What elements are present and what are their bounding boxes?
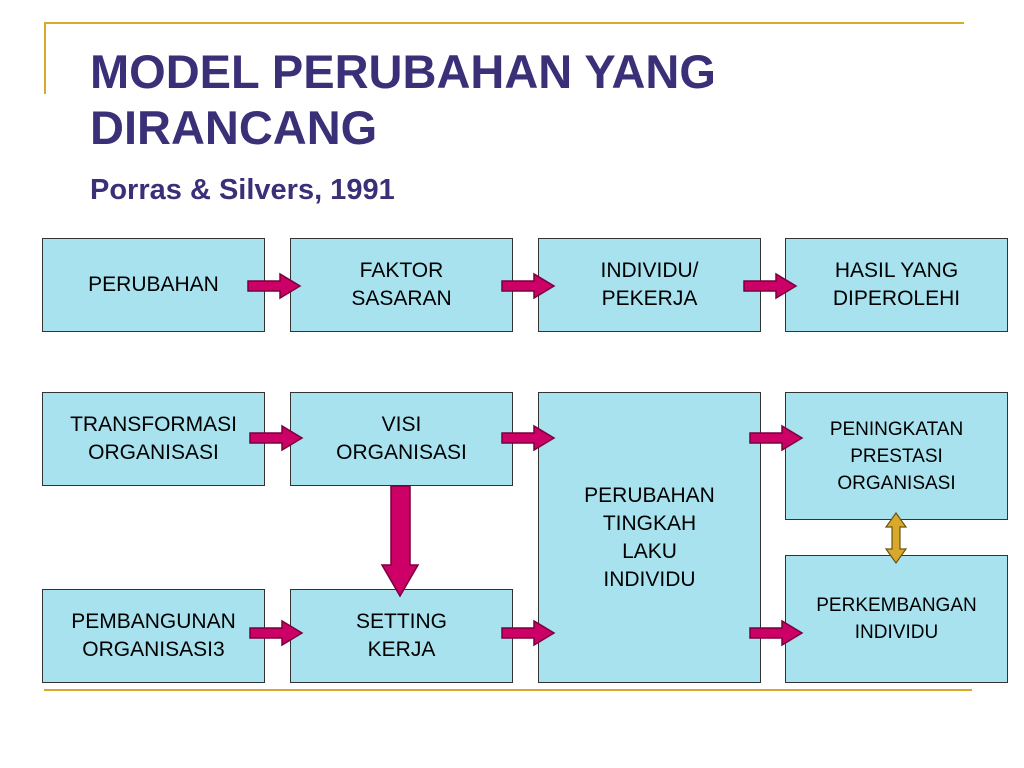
- box-faktor-sasaran: FAKTOR SASARAN: [290, 238, 513, 332]
- slide-subtitle: Porras & Silvers, 1991: [90, 174, 395, 206]
- arrow-visi-to-setting: [380, 485, 420, 598]
- arrow-perubahan-tingkah-to-perkembangan: [749, 620, 803, 646]
- arrow-peningkatan-perkembangan-double: [884, 511, 908, 565]
- box-hasil-diperoleh: HASIL YANG DIPEROLEHI: [785, 238, 1008, 332]
- bottom-decor-line: [44, 689, 972, 691]
- arrow-individu-to-hasil: [743, 273, 797, 299]
- left-decor-line: [44, 22, 46, 94]
- arrow-visi-to-perubahan-tingkah: [501, 425, 555, 451]
- arrow-transformasi-to-visi: [249, 425, 303, 451]
- arrow-setting-to-perubahan-tingkah: [501, 620, 555, 646]
- slide-title: MODEL PERUBAHAN YANG DIRANCANG: [90, 45, 716, 154]
- box-peningkatan-prestasi: PENINGKATAN PRESTASI ORGANISASI: [785, 392, 1008, 520]
- box-individu-pekerja: INDIVIDU/ PEKERJA: [538, 238, 761, 332]
- box-perubahan-tingkah-laku: PERUBAHAN TINGKAH LAKU INDIVIDU: [538, 392, 761, 683]
- box-visi-organisasi: VISI ORGANISASI: [290, 392, 513, 486]
- arrow-perubahan-tingkah-to-peningkatan: [749, 425, 803, 451]
- arrow-pembangunan-to-setting: [249, 620, 303, 646]
- box-pembangunan-organisasi: PEMBANGUNAN ORGANISASI3: [42, 589, 265, 683]
- arrow-perubahan-to-faktor: [247, 273, 301, 299]
- box-transformasi-organisasi: TRANSFORMASI ORGANISASI: [42, 392, 265, 486]
- arrow-faktor-to-individu: [501, 273, 555, 299]
- top-decor-line: [44, 22, 964, 24]
